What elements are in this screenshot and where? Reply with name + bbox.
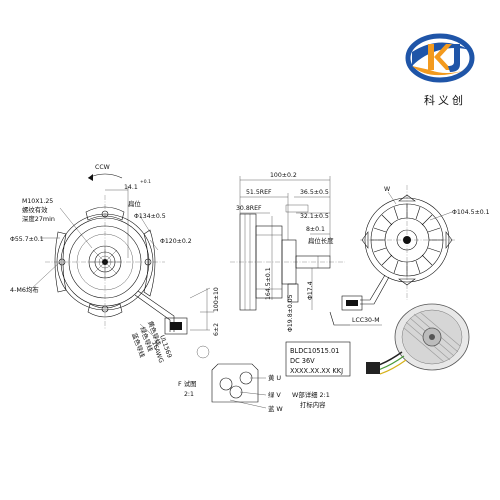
labels: CCW M10X1.25 螺纹有效 深度27min Φ55.7±0.1 4-M6… [10,164,490,413]
len-6-label: 6±2 [213,323,220,336]
dim-36-label: 36.5±0.5 [300,189,329,196]
pin-v-label: 绿 V [268,390,281,399]
dia-164-label: 164.5±0.1 [265,267,272,300]
dia-19-label: Φ19.8±0.05 [287,294,294,332]
rear-view [329,185,455,326]
connector-label: LCC30-M [352,317,380,324]
cable-assembly [134,287,214,359]
detail-w-title: W部详细 2:1 [292,390,330,399]
detail-f-scale: 2:1 [184,391,194,398]
logo-swoosh-orange [412,66,466,76]
logo-swoosh-blue [412,42,470,66]
logo-letter-k [428,44,434,70]
company-logo [405,33,475,83]
mount-holes-label: 4-M6均布 [10,285,39,294]
rotation-label: CCW [95,164,110,171]
rear-w-label: W [384,186,390,193]
dia-55-label: Φ55.7±0.1 [10,236,44,243]
info-box [285,341,351,377]
dim-100-label: 100±0.2 [270,172,297,179]
front-view [29,173,165,330]
dia-120-label: Φ120±0.2 [160,238,192,245]
detail-f [211,363,267,409]
side-view [230,176,345,311]
dia-134-label: Φ134±0.5 [134,213,166,220]
voltage-line: DC 36V [290,357,315,365]
dia-17-label: Φ17.4 [307,281,314,300]
len-100-label: 100±10 [213,287,220,312]
logo-letter-j [448,44,460,72]
pin-w-label: 蓝 W [268,404,283,413]
motor-photo [366,303,470,375]
flat-label: 扁位 [128,199,141,208]
model-line: BLDC10515.01 [290,347,339,355]
pin-u-label: 黄 U [268,373,281,382]
dim-32-label: 32.1±0.5 [300,213,329,220]
thread-note-2: 深度27min [22,214,55,223]
dia-104-label: Φ104.5±0.1 [452,209,490,216]
dim-14-tol: +0.1 [140,179,151,185]
dim-14-label: 14.1 [124,184,138,191]
logo-letter-k-arms [434,44,452,70]
dim-8-label: 8±0.1 [306,226,325,233]
flat-length-label: 扁位长度 [308,236,334,245]
detail-f-title: F 试图 [178,379,197,388]
dim-51-label: 51.5REF [246,189,272,196]
date-line: XXXX.XX.XX KKJ [290,367,343,375]
thread-label: M10X1.25 [22,198,53,205]
thread-note-1: 螺纹有效 [22,205,48,214]
detail-w-note: 打标内容 [300,400,326,409]
company-name: 科义创 [424,94,466,107]
dim-30-label: 30.8REF [236,205,262,212]
